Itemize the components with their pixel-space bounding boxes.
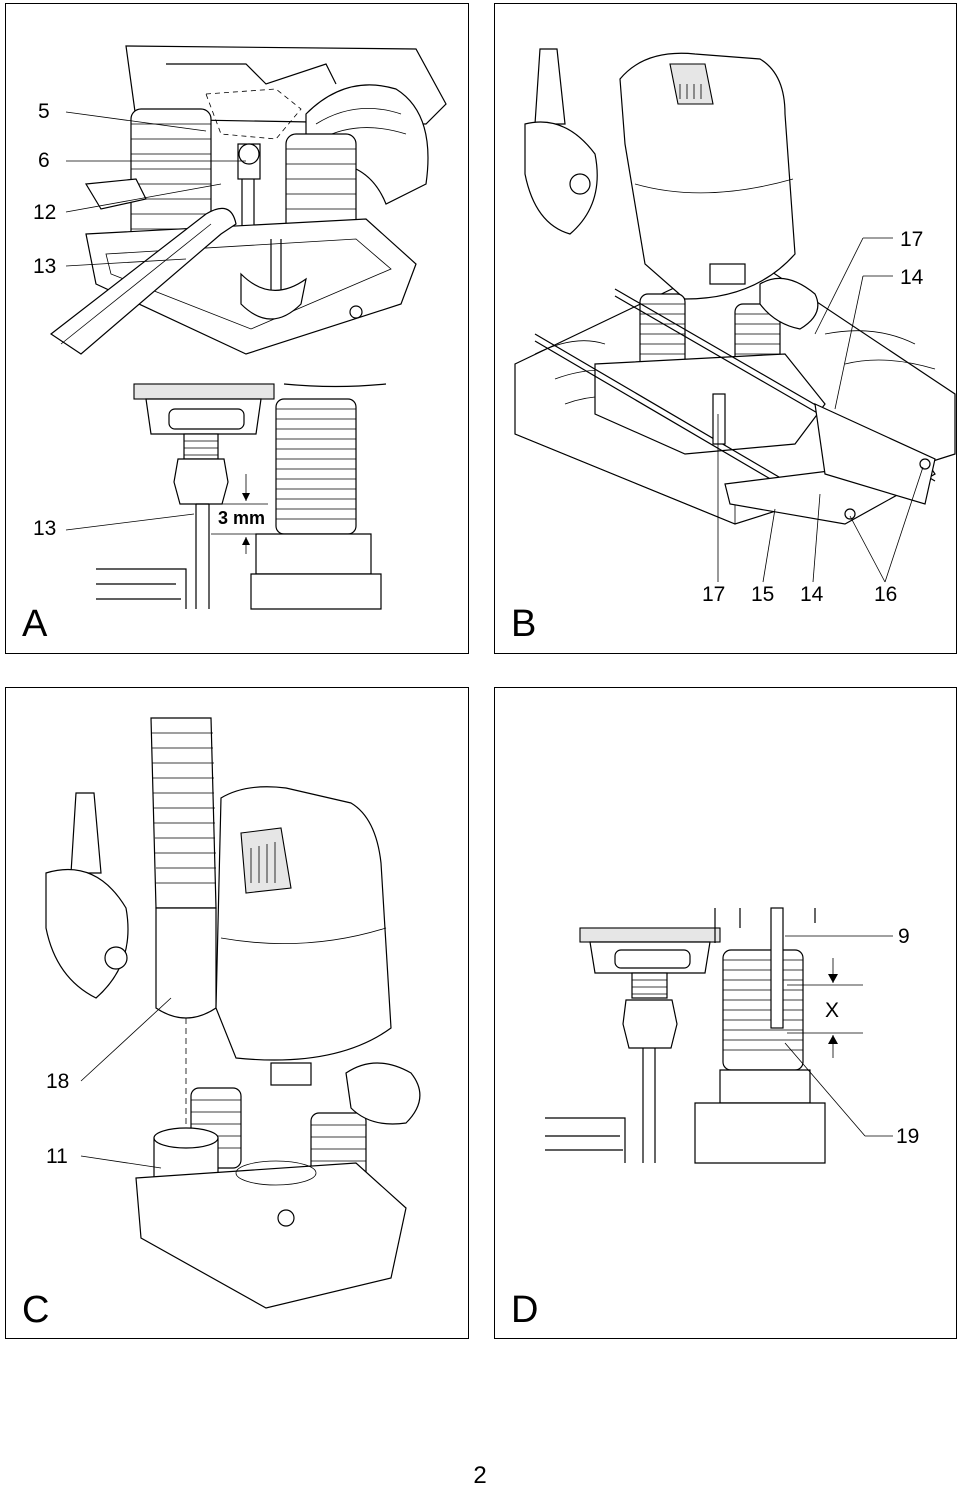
callout-19: 19 [896,1125,920,1148]
callout-15: 15 [751,583,775,606]
vacuum-hose [150,717,217,1019]
collet-detail-drawing [65,383,387,610]
figure-panel-c: 18 11 C [5,687,469,1339]
callout-9: 9 [898,925,910,948]
page-number: 2 [473,1462,487,1489]
dimension-x-label: X [825,999,840,1022]
callout-17-top: 17 [900,228,924,251]
callout-13-detail: 13 [33,517,57,540]
callout-11: 11 [46,1145,68,1168]
figure-panel-b: 17 14 17 15 14 16 B [494,3,957,654]
router-collet-illustration [49,45,447,610]
router-parallel-guide-illustration [514,48,956,583]
callout-17-bottom: 17 [702,583,726,606]
callout-12: 12 [33,201,57,224]
callout-6: 6 [38,149,50,172]
callout-5: 5 [38,100,50,123]
router-dust-extraction-illustration [45,717,421,1309]
callout-18: 18 [46,1070,70,1093]
callout-14-top: 14 [900,266,924,289]
figure-panel-d: 9 X 19 D [494,687,957,1339]
depth-stop-detail-illustration [545,907,893,1164]
callout-13: 13 [33,255,57,278]
figure-panel-a: 5 6 12 13 13 3 mm A [5,3,469,654]
callout-14-bottom: 14 [800,583,824,606]
callout-16: 16 [874,583,898,606]
dimension-label: 3 mm [218,508,266,528]
panel-letter: D [511,1289,539,1331]
panel-letter: A [22,603,48,645]
panel-letter: C [22,1289,50,1331]
panel-letter: B [511,603,537,645]
